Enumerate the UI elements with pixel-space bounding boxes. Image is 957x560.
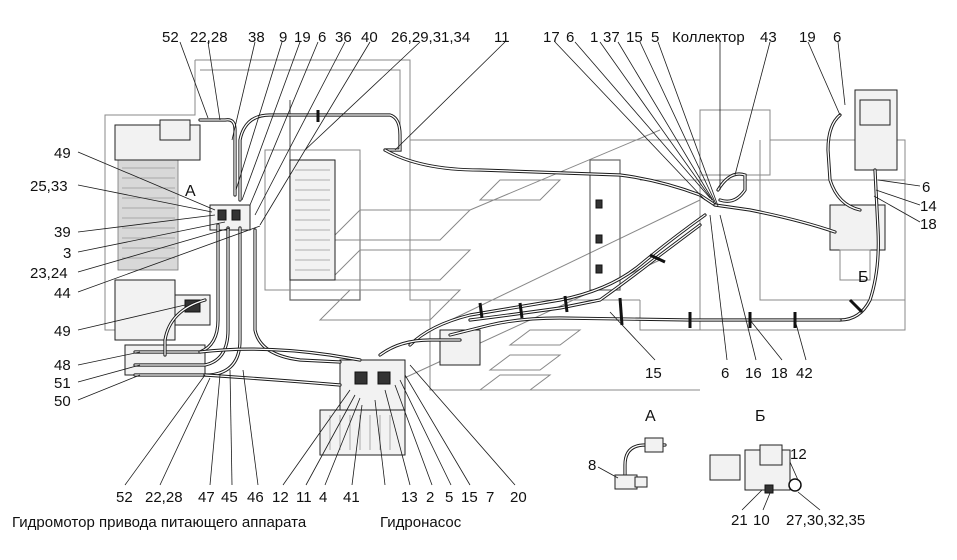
label: 47 [198, 489, 215, 506]
central-column [589, 159, 621, 291]
right-labels: 6 14 18 [920, 179, 937, 233]
label: 6 [721, 365, 729, 382]
label: 1 [590, 29, 598, 46]
label: 40 [361, 29, 378, 46]
label: 5 [445, 489, 453, 506]
leader-lines [77, 41, 921, 486]
label: 50 [54, 393, 71, 410]
label: 2 [426, 489, 434, 506]
middle-labels: 15 6 16 18 42 [645, 365, 813, 382]
hydraulic-pump-block [319, 329, 481, 456]
label: 11 [494, 29, 510, 46]
label: 37 [603, 29, 620, 46]
valve-block [209, 204, 251, 231]
label: 42 [796, 365, 813, 382]
collector-right [829, 89, 898, 281]
label: 44 [54, 285, 71, 302]
hydromotor-block [114, 279, 211, 376]
radiator-block [264, 149, 361, 291]
label: 6 [922, 179, 930, 196]
detail-labels: А 8 Б 12 21 10 27,30,32,35 [588, 408, 865, 529]
label: 6 [566, 29, 574, 46]
label: 20 [510, 489, 527, 506]
label: 49 [54, 145, 71, 162]
label: 45 [221, 489, 238, 506]
hydropump-caption: Гидронасос [380, 514, 462, 531]
label: 11 [296, 489, 312, 506]
detail-a [597, 437, 667, 490]
label: 15 [626, 29, 643, 46]
label: 38 [248, 29, 265, 46]
label: 3 [63, 245, 71, 262]
label: 6 [318, 29, 326, 46]
captions: Гидромотор привода питающего аппарата Ги… [12, 514, 462, 531]
label: 36 [335, 29, 352, 46]
hose-lines [133, 113, 880, 387]
bottom-labels: 52 22,28 47 45 46 12 11 4 41 13 2 5 15 7… [116, 489, 527, 506]
label: 22,28 [190, 29, 228, 46]
detail-a-label: 8 [588, 457, 596, 474]
view-marker-a: А [185, 183, 196, 200]
label: 43 [760, 29, 777, 46]
label: 39 [54, 224, 71, 241]
label: 41 [343, 489, 360, 506]
label: 15 [645, 365, 662, 382]
label: 19 [799, 29, 816, 46]
label: 26,29,31,34 [391, 29, 470, 46]
label: 19 [294, 29, 311, 46]
top-labels: 52 22,28 38 9 19 6 36 40 26,29,31,34 11 … [162, 29, 841, 46]
detail-b-title: Б [755, 408, 766, 425]
label: 7 [486, 489, 494, 506]
left-labels: 49 25,33 39 3 23,24 44 49 48 51 50 [30, 145, 71, 410]
detail-b [709, 444, 821, 511]
label: 18 [771, 365, 788, 382]
label: 13 [401, 489, 418, 506]
label: 48 [54, 357, 71, 374]
label: 4 [319, 489, 327, 506]
view-markers: А Б [185, 183, 869, 286]
hydromotor-caption: Гидромотор привода питающего аппарата [12, 514, 307, 531]
label: Коллектор [672, 29, 745, 46]
label: 23,24 [30, 265, 68, 282]
detail-a-title: А [645, 408, 656, 425]
label: 16 [745, 365, 762, 382]
label: 18 [920, 216, 937, 233]
label: 22,28 [145, 489, 183, 506]
label: 6 [833, 29, 841, 46]
label: 5 [651, 29, 659, 46]
label: 52 [162, 29, 179, 46]
detail-b-label: 12 [790, 446, 807, 463]
view-marker-b: Б [858, 269, 869, 286]
label: 12 [272, 489, 289, 506]
label: 9 [279, 29, 287, 46]
label: 49 [54, 323, 71, 340]
label: 17 [543, 29, 560, 46]
label: 51 [54, 375, 71, 392]
label: 52 [116, 489, 133, 506]
detail-b-label: 21 [731, 512, 748, 529]
label: 25,33 [30, 178, 68, 195]
label: 14 [920, 198, 937, 215]
label: 15 [461, 489, 478, 506]
detail-b-label: 10 [753, 512, 770, 529]
label: 46 [247, 489, 264, 506]
detail-b-label: 27,30,32,35 [786, 512, 865, 529]
